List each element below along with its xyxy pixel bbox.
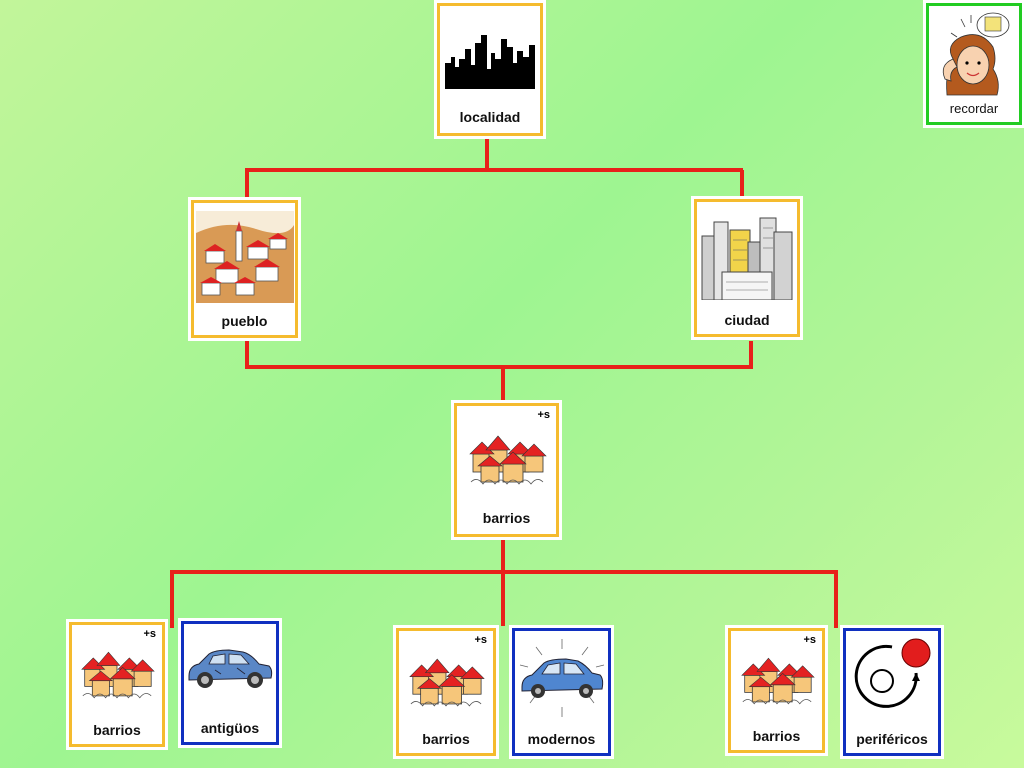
city-skyline-icon [445, 34, 535, 89]
node-label: ciudad [724, 312, 770, 328]
node-ciudad[interactable]: ciudad [694, 199, 800, 337]
skyscrapers-icon [701, 217, 793, 300]
recordar-label: recordar [949, 101, 999, 116]
node-label: periféricos [856, 731, 928, 747]
plural-badge: +s [474, 634, 487, 646]
old-car-icon [188, 649, 273, 688]
node-barrios-modernos[interactable]: +s barrios [396, 628, 496, 756]
village-icon [195, 211, 294, 303]
node-barrios-perifericos[interactable]: +s barrios [728, 628, 825, 753]
node-modernos[interactable]: modernos [512, 628, 611, 756]
node-label: barrios [482, 510, 531, 526]
node-localidad[interactable]: localidad [437, 3, 543, 136]
plural-badge: +s [803, 634, 816, 646]
remember-girl-icon [942, 12, 1010, 96]
houses-icon [409, 658, 485, 707]
houses-icon [740, 657, 815, 704]
node-label: pueblo [221, 313, 268, 329]
node-label: barrios [422, 731, 470, 747]
new-car-icon [519, 639, 604, 717]
node-label: barrios [752, 728, 801, 744]
node-barrios-antiguos[interactable]: +s barrios [69, 622, 165, 747]
node-label: localidad [459, 109, 521, 125]
node-pueblo[interactable]: pueblo [191, 200, 298, 338]
node-antiguos[interactable]: antigüos [181, 621, 279, 745]
plural-badge: +s [537, 409, 550, 421]
node-barrios[interactable]: +s barrios [454, 403, 559, 537]
node-label: antigüos [200, 720, 260, 736]
periphery-circle-icon [854, 638, 931, 708]
recordar-card[interactable]: recordar [926, 3, 1022, 125]
houses-icon [468, 435, 547, 485]
node-perifericos[interactable]: periféricos [843, 628, 941, 756]
houses-icon [81, 651, 155, 698]
plural-badge: +s [143, 628, 156, 640]
node-label: modernos [527, 731, 596, 747]
node-label: barrios [93, 722, 141, 738]
